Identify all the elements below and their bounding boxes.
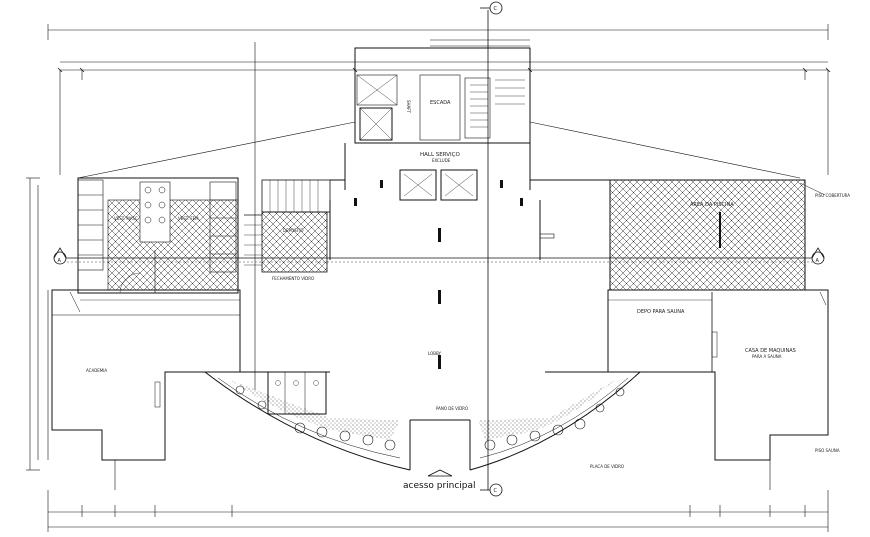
stair-treads — [470, 79, 525, 128]
label-hall: HALL SERVIÇO — [420, 152, 460, 158]
label-deposito: DEPOSITO — [283, 228, 303, 233]
bottom-dimensions — [47, 460, 829, 532]
label-pano-vidro: PANO DE VIDRO — [436, 406, 468, 411]
label-access: acesso principal — [403, 481, 476, 491]
north-arrow-icon — [427, 469, 453, 477]
tree-icon — [235, 385, 625, 451]
label-vest-fem: VEST. FEM. — [178, 216, 200, 221]
left-block — [77, 177, 239, 294]
section-marker-icon — [53, 247, 825, 265]
left-dimensions — [26, 177, 49, 471]
label-fechamento: FECHAMENTO VIDRO — [272, 276, 314, 281]
label-shaft: SHAFT — [406, 100, 411, 114]
label-academia: ACADEMIA — [86, 368, 107, 373]
label-depo-sauna: DEPO PARA SAUNA — [637, 309, 685, 315]
top-dimensions — [47, 24, 829, 390]
roof-outline — [77, 121, 801, 179]
columns — [354, 180, 555, 369]
axis-mark-bottom: C — [494, 488, 498, 494]
label-piso-cobertura: PISO COBERTURA — [815, 193, 850, 198]
label-piso-sauna: PISO SAUNA — [815, 448, 840, 453]
label-casa-maquinas-sub: PARA A SAUNA — [752, 354, 782, 359]
axis-mark-top: C — [494, 6, 498, 12]
planter — [204, 371, 641, 471]
stair-block — [244, 179, 331, 273]
label-casa-maquinas: CASA DE MAQUINAS — [745, 348, 796, 354]
axis-marker-icon — [480, 1, 503, 497]
lower-right-block — [607, 289, 829, 461]
label-lobby: LOBBY — [428, 351, 442, 356]
label-placa-vidro: PLACA DE VIDRO — [590, 464, 624, 469]
label-vest-masc: VEST. MASC. — [114, 216, 139, 221]
right-terrace — [609, 179, 826, 291]
label-area-piscina: AREA DA PISCINA — [690, 202, 734, 208]
label-hall-sub: EXCLUDE — [432, 158, 451, 163]
core — [330, 47, 610, 201]
lower-left-block — [51, 289, 241, 461]
section-mark-right: A — [816, 258, 820, 264]
label-escada: ESCADA — [430, 100, 451, 106]
section-mark-left: A — [58, 258, 62, 264]
